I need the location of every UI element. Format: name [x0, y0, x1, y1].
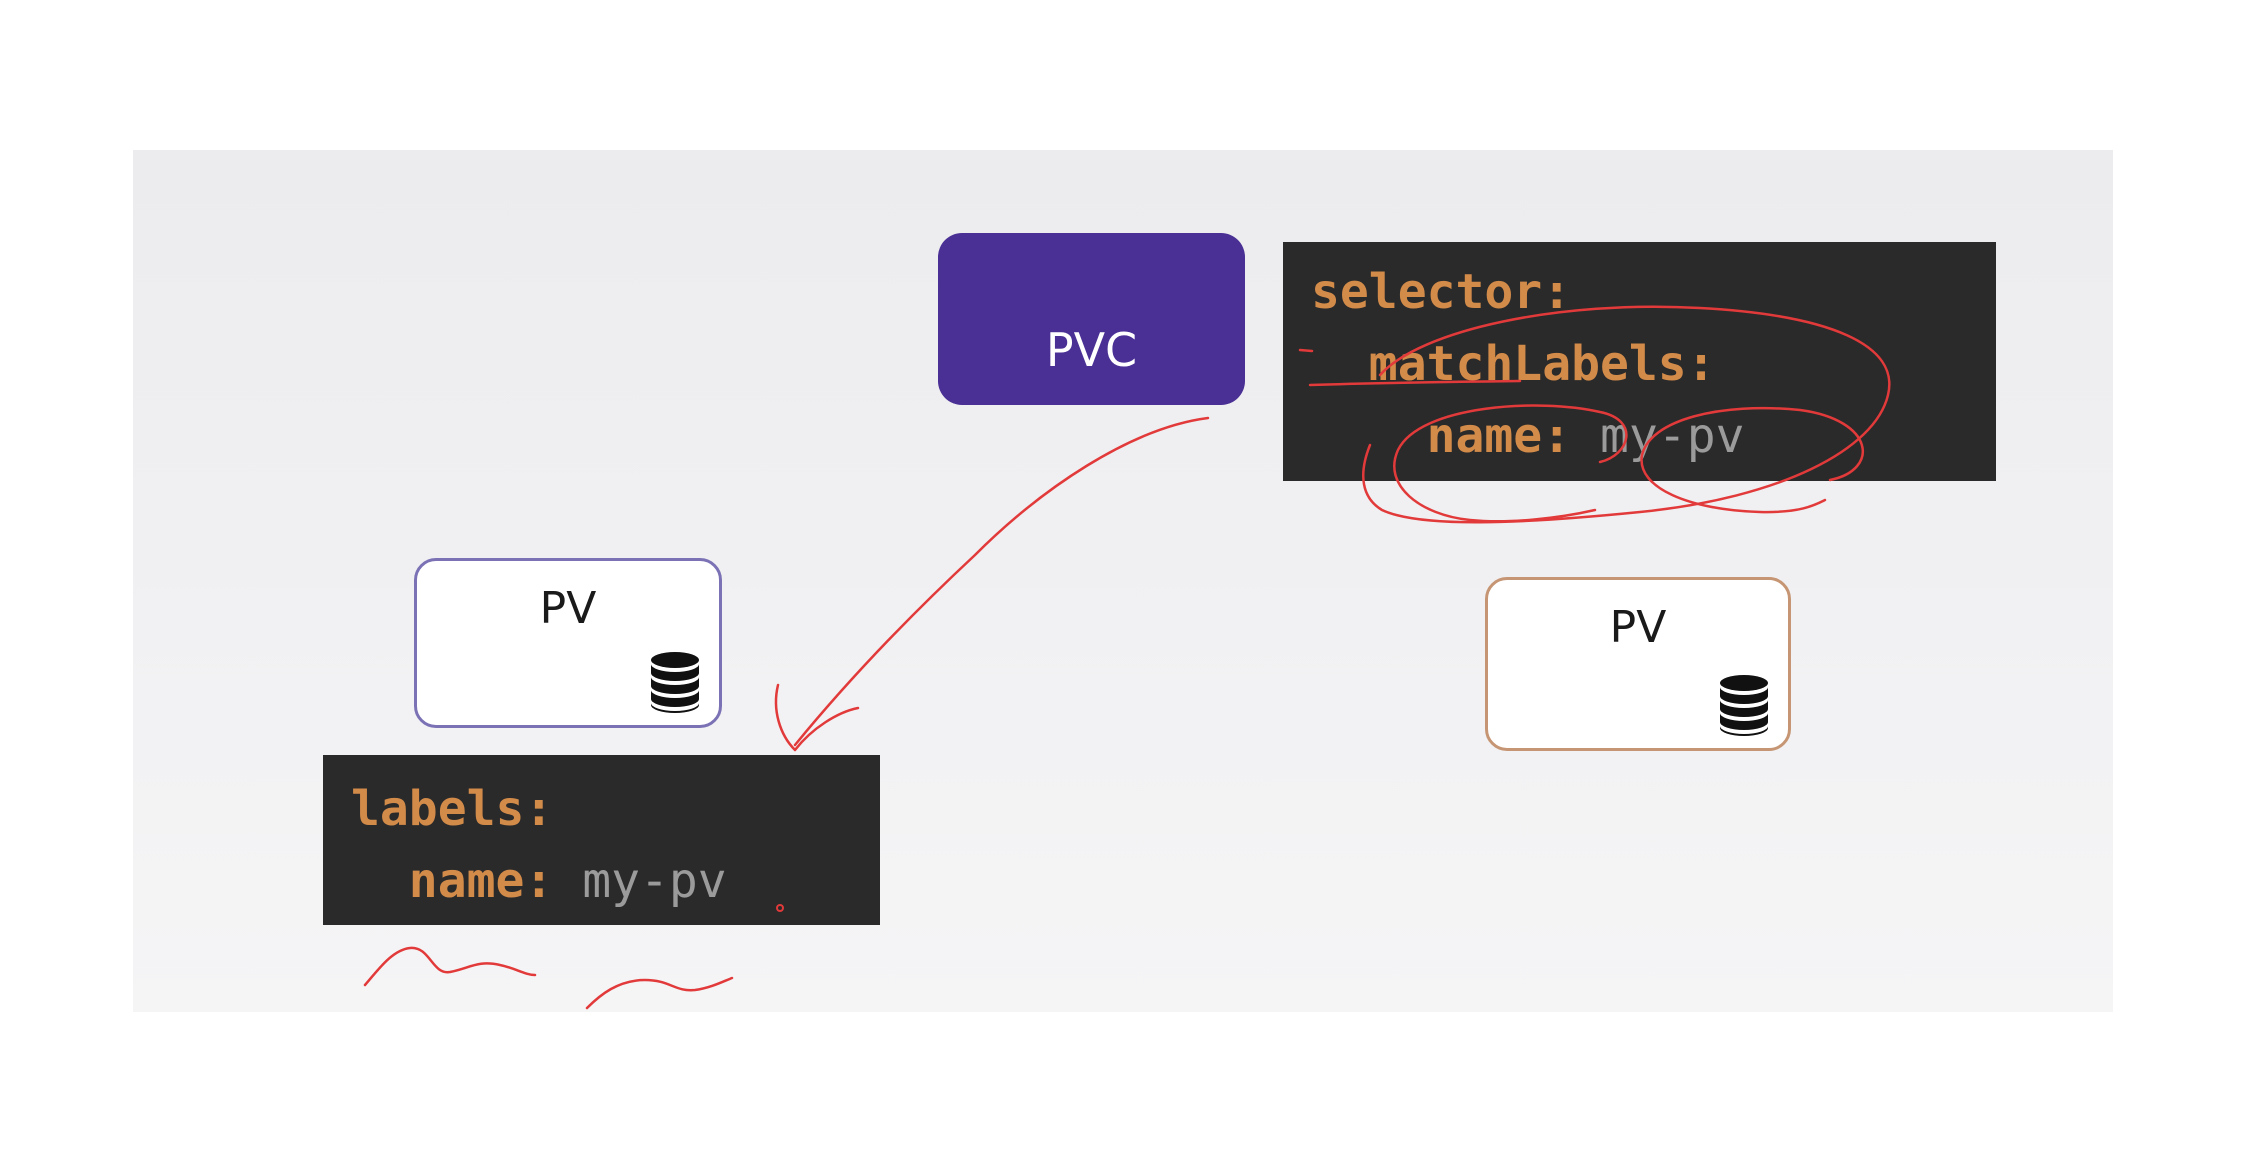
- pvc-label: PVC: [1045, 323, 1138, 377]
- pv-right-label: PV: [1609, 602, 1667, 653]
- labels-key: labels:: [351, 781, 554, 837]
- pv-box-right: PV: [1485, 577, 1791, 751]
- code-line-name: name: my-pv: [1311, 400, 1996, 472]
- name-key: name:: [1426, 408, 1572, 464]
- pv-box-left: PV: [414, 558, 722, 728]
- code-line-matchlabels: matchLabels:: [1311, 328, 1996, 400]
- selector-key: selector:: [1311, 264, 1572, 320]
- labels-code-block: labels: name: my-pv: [323, 755, 880, 925]
- database-icon: [1720, 675, 1768, 736]
- label-name-value: my-pv: [582, 853, 727, 909]
- selector-code-block: selector: matchLabels: name: my-pv: [1283, 242, 1996, 481]
- name-value: my-pv: [1600, 408, 1745, 464]
- pv-left-label: PV: [539, 583, 597, 634]
- label-name-key: name:: [408, 853, 554, 909]
- matchlabels-key: matchLabels:: [1368, 336, 1716, 392]
- pvc-box: PVC: [938, 233, 1245, 405]
- code-line-labels: labels:: [351, 773, 880, 845]
- code-line-label-name: name: my-pv: [351, 845, 880, 917]
- code-line-selector: selector:: [1311, 256, 1996, 328]
- database-icon: [651, 652, 699, 713]
